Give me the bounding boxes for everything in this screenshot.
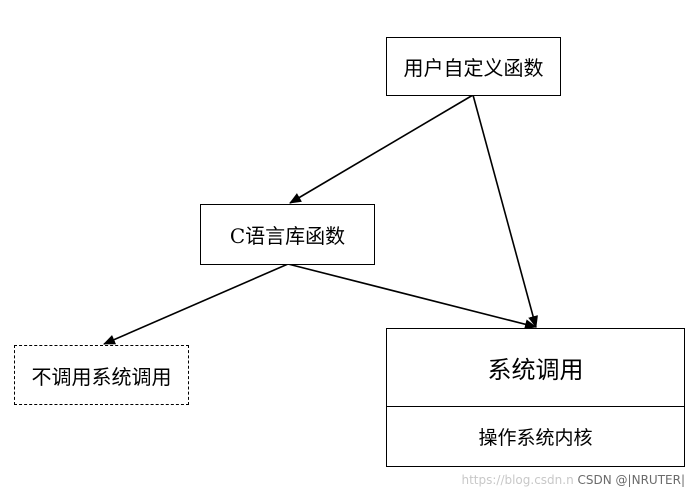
node-system-call: 系统调用 (386, 328, 685, 407)
node-no-system-call: 不调用系统调用 (14, 345, 189, 405)
edge-user-to-syscall (472, 94, 538, 328)
node-c-library-function: C语言库函数 (200, 204, 375, 265)
node-system-call-label: 系统调用 (487, 356, 584, 384)
node-c-library-function-label: C语言库函数 (229, 224, 346, 248)
node-os-kernel-label: 操作系统内核 (478, 427, 593, 449)
edge-clib-to-syscall (287, 263, 537, 330)
edge-clib-to-nosyscall (103, 263, 289, 345)
watermark-url: https://blog.csdn.n (461, 473, 574, 487)
node-user-defined-function: 用户自定义函数 (386, 37, 561, 96)
watermark-brand: CSDN @|NRUTER| (577, 473, 685, 487)
node-os-kernel: 操作系统内核 (386, 406, 685, 467)
edge-user-to-clib (289, 94, 474, 204)
node-no-system-call-label: 不调用系统调用 (31, 364, 172, 389)
node-user-defined-function-label: 用户自定义函数 (403, 56, 544, 80)
watermark: https://blog.csdn.n CSDN @|NRUTER| (461, 473, 685, 487)
